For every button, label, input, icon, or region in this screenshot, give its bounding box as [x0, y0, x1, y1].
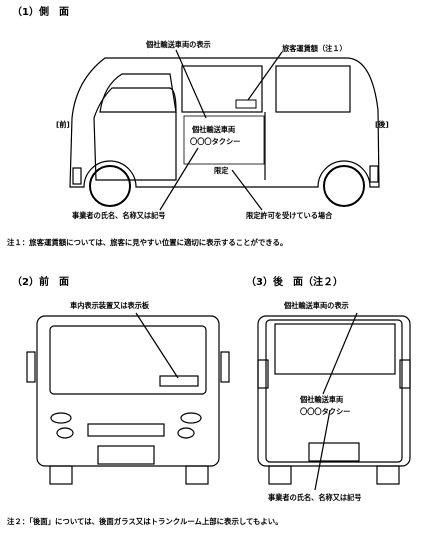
rear-tire-right	[376, 465, 400, 485]
van-body-outline	[69, 57, 380, 188]
rear-callout-vehicle-display: 個社輸送車両の表示	[284, 301, 349, 310]
side-callout-operator: 事業者の氏名、名称又は記号	[72, 211, 166, 220]
front-sign-plate	[159, 375, 199, 387]
front-tire-left	[49, 465, 73, 485]
callout-line-fare	[247, 51, 283, 101]
side-callout-limited: 限定許可を受けている場合	[246, 211, 333, 220]
note-1: 注１：旅客運賃額については、旅客に見やすい位置に適切に表示することができる。	[7, 238, 288, 247]
side-view-van	[69, 49, 380, 211]
front-callout-sign: 車内表示装置又は表示板	[70, 301, 150, 310]
rear-body	[257, 315, 411, 467]
rear-section-title: （3）後 面（注２）	[246, 277, 343, 288]
front-windshield	[49, 325, 207, 395]
rear-light	[369, 165, 379, 183]
rear-text-line2: 〇〇〇タクシー	[300, 407, 351, 416]
side-door-display-box	[183, 115, 265, 165]
side-door-text-small: 限定	[214, 166, 229, 175]
rear-inner-frame	[265, 319, 403, 463]
callout-line-limited	[231, 169, 263, 211]
front-lamp-left-top	[50, 412, 72, 424]
callout-line-operator	[159, 147, 199, 211]
side-callout-vehicle-display: 個社輸送車両の表示	[146, 40, 211, 49]
side-door-text-line1: 個社輸送車両	[192, 125, 236, 134]
rear-wheel	[323, 165, 365, 207]
rear-callout-operator: 事業者の氏名、名称又は記号	[268, 493, 362, 502]
front-mirror-left	[26, 351, 36, 383]
callout-line-rear-display	[322, 312, 358, 395]
front-window	[99, 73, 177, 113]
rear-window	[275, 65, 351, 113]
rear-plate	[308, 442, 360, 462]
note-2: 注２：「後面」については、後面ガラス又はトランクルーム上部に表示してもよい。	[7, 517, 283, 526]
side-door-frame	[93, 87, 177, 181]
rear-light-right	[399, 359, 411, 389]
side-callout-fare: 旅客運賃額（注１）	[282, 44, 347, 53]
front-lamp-right-bottom	[177, 427, 195, 439]
callout-line-rear-operator	[314, 409, 331, 491]
rear-direction-label: [後]	[375, 120, 389, 129]
rear-tire-left	[268, 465, 292, 485]
rear-text-line1: 個社輸送車両	[300, 395, 344, 404]
front-grille	[87, 423, 165, 437]
rear-light-left	[257, 359, 269, 389]
front-lamp-right-top	[180, 412, 202, 424]
front-section-title: （2）前 面	[12, 277, 69, 288]
front-mirror-right	[220, 351, 230, 383]
front-light	[72, 167, 82, 185]
rear-window	[274, 323, 396, 375]
front-plate	[97, 445, 155, 465]
fare-display-plate	[235, 99, 257, 109]
front-wheel	[89, 165, 131, 207]
front-tire-right	[185, 465, 209, 485]
front-view-bus	[26, 312, 230, 485]
callout-line-vehicle-display	[175, 49, 207, 119]
middle-window	[181, 65, 263, 113]
front-body	[36, 315, 220, 467]
rear-view-bus	[257, 312, 411, 491]
side-section-title: （1）側 面	[12, 7, 69, 18]
front-direction-label: [前]	[56, 120, 70, 129]
callout-line-sign	[135, 312, 179, 379]
side-door-text-line2: 〇〇〇タクシー	[190, 137, 241, 146]
front-lamp-left-bottom	[56, 427, 74, 439]
